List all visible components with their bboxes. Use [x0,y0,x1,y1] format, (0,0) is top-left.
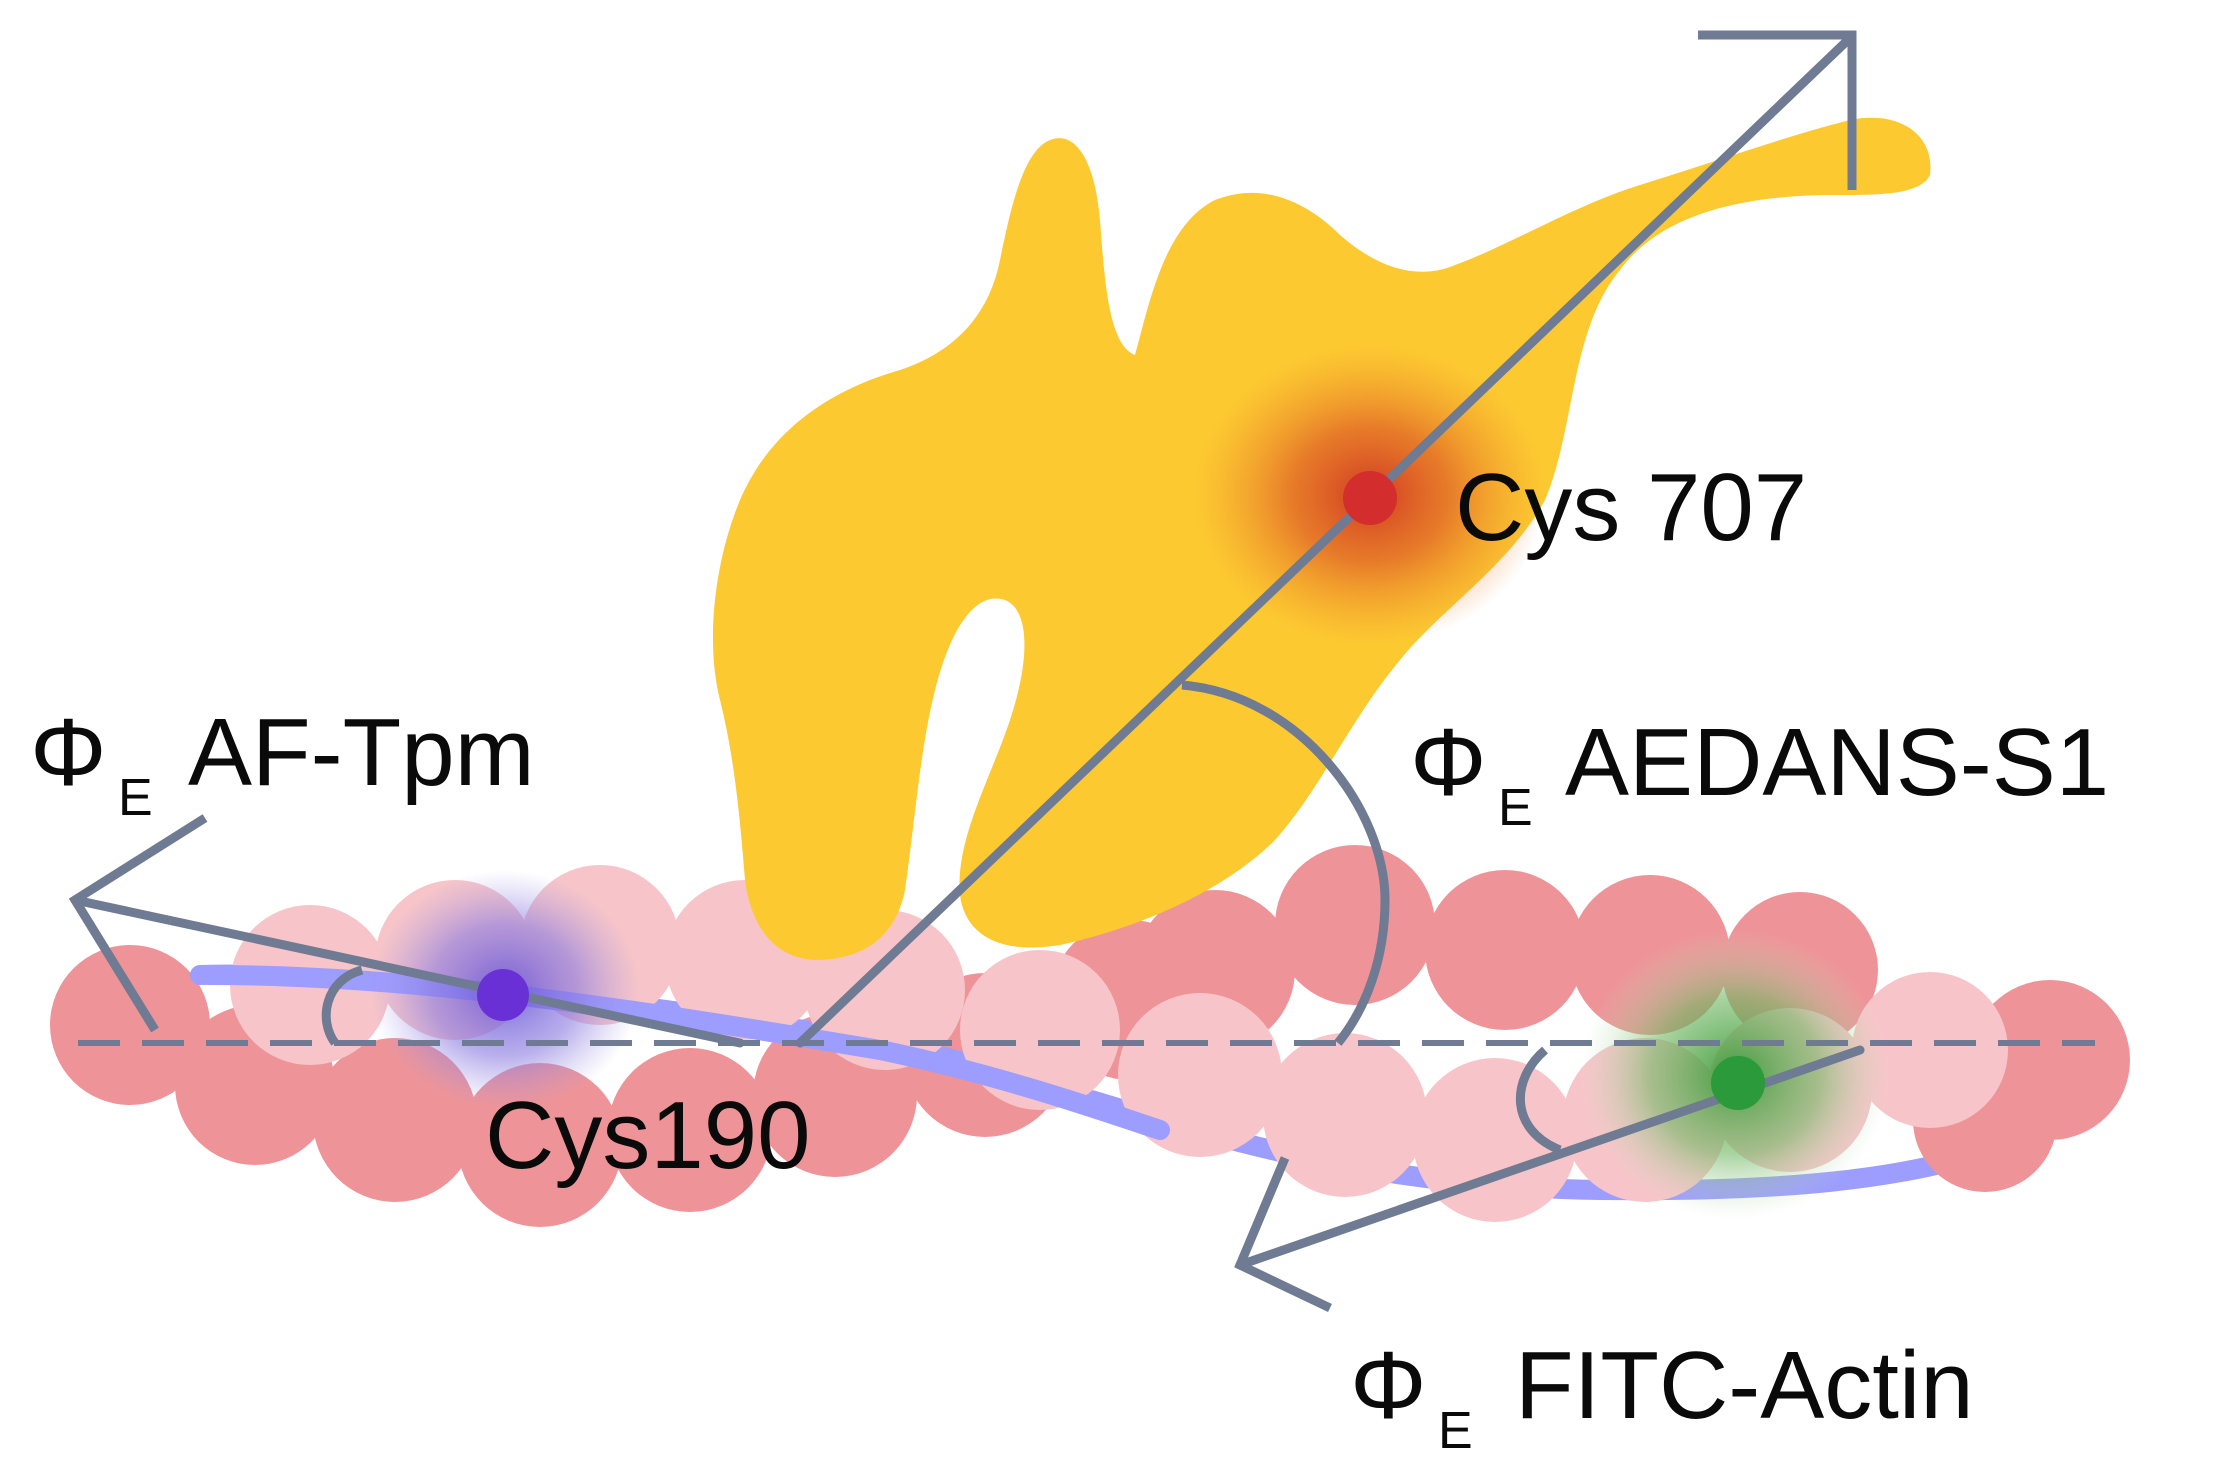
actin-monomer [1852,972,2008,1128]
phi-symbol: Φ [1410,709,1487,816]
actin-monomer [1118,993,1282,1157]
fitc-actin-arrowhead [1234,1156,1332,1313]
af-tpm-arrowhead [68,814,208,1033]
actin-monomer [1425,870,1585,1030]
actin-monomer [1413,1058,1577,1222]
aedans-s1-angle-arc [1181,680,1390,1046]
phi-symbol: Φ [30,699,107,806]
aedans-s1-axis-line [795,33,1855,1048]
fitc-actin-probe-dot [1711,1056,1765,1110]
label-phi-aedans-s1: Φ E AEDANS-S1 [1410,709,2109,837]
cys707-probe-dot [1343,471,1397,525]
phi-symbol: Φ [1350,1332,1427,1439]
label-cys190: Cys190 [485,1082,811,1189]
label-fitc-actin: FITC-Actin [1515,1332,1974,1439]
af-tpm-axis-line [70,895,745,1048]
aedans-s1-arrowhead [1698,30,1857,190]
label-phi-fitc-actin: Φ E FITC-Actin [1350,1332,1974,1460]
actin-top-row [1135,845,2130,1192]
phi-subscript: E [1498,779,1533,837]
label-cys707: Cys 707 [1455,454,1807,561]
phi-subscript: E [118,769,153,827]
actin-monomer [608,1048,772,1212]
phi-subscript: E [1438,1402,1473,1460]
axis-lines [68,30,2095,1313]
label-phi-af-tpm: Φ E AF-Tpm [30,699,535,827]
af-tpm-angle-arc [321,965,364,1046]
label-aedans-s1: AEDANS-S1 [1565,709,2109,816]
actin-monomer [50,945,210,1105]
actin-monomer [1263,1033,1427,1197]
label-af-tpm: AF-Tpm [188,699,535,806]
cys190-probe-dot [477,969,529,1021]
fitc-actin-angle-arc [1515,1046,1562,1155]
actin-monomer [1275,845,1435,1005]
